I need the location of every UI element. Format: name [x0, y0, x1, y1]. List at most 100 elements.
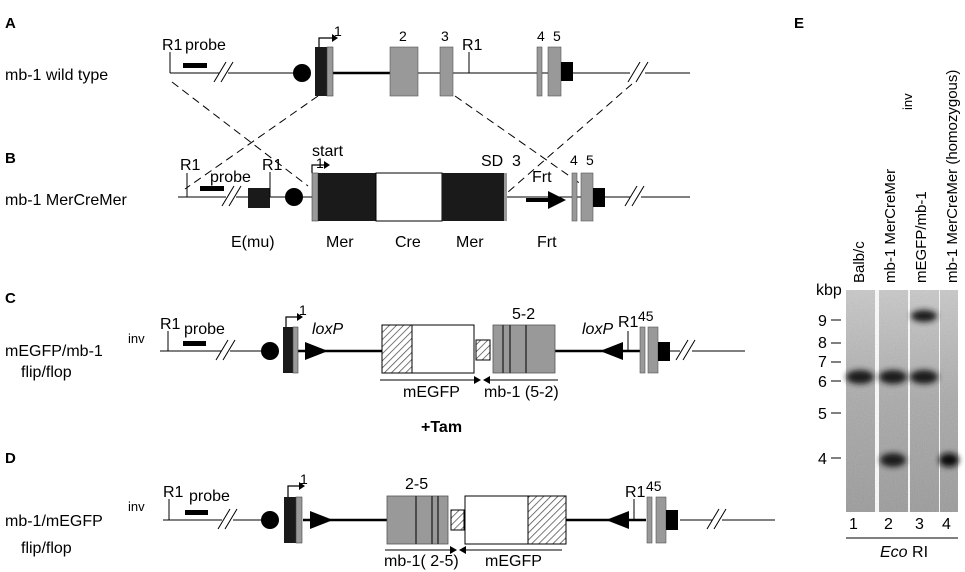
exon-5-coding: [561, 62, 573, 81]
ecori-label: R1: [160, 316, 181, 333]
exon-number: 45: [646, 478, 662, 494]
break-mark: [224, 508, 238, 530]
break-mark: [217, 508, 231, 530]
loxp-site-left: [310, 511, 333, 529]
enzyme-label: Eco RI: [880, 544, 928, 561]
panel-a-allele-label: mb-1 wild type: [5, 67, 108, 84]
size-marker-label: 5: [818, 406, 827, 423]
small-hatched-segment: [475, 339, 491, 361]
panel-d: D mb-1/mEGFP inv flip/flop R1 probe 1 2-…: [5, 450, 775, 570]
break-mark: [228, 185, 242, 207]
probe-bar: [200, 186, 224, 191]
frt-arrowhead: [548, 191, 566, 209]
probe-label: probe: [184, 321, 225, 338]
band-6kb-lane-2: [879, 370, 907, 384]
emu-enhancer: [248, 188, 270, 208]
size-marker-label: 6: [818, 374, 827, 391]
promoter: [285, 188, 303, 206]
megfp-cassette: [411, 324, 475, 374]
exon-label: 5-2: [512, 306, 535, 323]
panel-d-letter: D: [5, 450, 16, 467]
exon-1-utr: [311, 172, 319, 222]
tss-arrow: [318, 37, 332, 47]
ecori-label: R1: [462, 37, 483, 54]
exon-3: [439, 46, 454, 97]
break-mark: [713, 508, 727, 530]
arrowhead: [483, 376, 490, 384]
exon-number: 2: [399, 28, 407, 44]
lane-number: 1: [849, 516, 858, 533]
emu-label: E(mu): [231, 234, 275, 251]
exon-number: 1: [299, 302, 307, 318]
panel-a-letter: A: [5, 15, 16, 32]
panel-c-allele-label-2: flip/flop: [21, 364, 72, 381]
exon-number: 5: [586, 152, 594, 168]
tss-arrowhead: [324, 161, 330, 169]
tamoxifen-label: +Tam: [421, 419, 462, 436]
frt-label-bottom: Frt: [537, 234, 557, 251]
tss-arrow: [311, 164, 325, 173]
band-9kb-lane-3: [911, 310, 937, 322]
small-hatched-segment: [450, 509, 465, 531]
band-4kb-lane-2: [880, 453, 906, 467]
ecori-label: R1: [618, 314, 639, 331]
megfp-label: mEGFP: [485, 553, 542, 570]
break-mark: [631, 185, 645, 207]
exon-number: 1: [316, 155, 324, 171]
exon-number: 1: [300, 471, 308, 487]
panel-b: B mb-1 MerCreMer R1 probe R1 start 1 SD …: [5, 143, 690, 251]
tss-arrowhead: [297, 313, 303, 321]
exon-4: [646, 496, 653, 544]
exon-5-coding: [658, 342, 670, 361]
break-mark: [213, 61, 227, 83]
break-mark: [682, 339, 696, 361]
homology-arm-line: [171, 81, 309, 187]
probe-bar: [185, 510, 208, 515]
sd-label: SD: [481, 153, 503, 170]
panel-b-letter: B: [5, 150, 16, 167]
exon-4: [639, 326, 646, 374]
lane-number: 4: [942, 516, 951, 533]
tss-arrow: [285, 316, 298, 327]
lane-label: mb-1 MerCreMer (homozygous): [944, 70, 961, 283]
exon-5: [647, 326, 659, 374]
promoter: [261, 342, 279, 360]
arrowhead: [459, 546, 466, 554]
break-mark: [635, 61, 649, 83]
homology-arm-line: [184, 95, 319, 190]
exon-number: 4: [570, 152, 578, 168]
lane-number: 2: [884, 516, 893, 533]
exon-4: [571, 172, 578, 222]
exon-number: 3: [512, 153, 521, 170]
splice-donor: [504, 173, 507, 221]
band-4kb-lane-4: [939, 453, 959, 467]
exon-number: 5: [553, 28, 561, 44]
loxp-site-left: [305, 342, 328, 360]
panel-c-letter: C: [5, 290, 16, 307]
exon-4: [536, 46, 543, 97]
break-mark: [215, 339, 229, 361]
panel-b-allele-label: mb-1 MerCreMer: [5, 192, 127, 209]
exon-5: [547, 46, 562, 97]
probe-label: probe: [189, 488, 230, 505]
exon-5: [655, 496, 667, 544]
exon-1: [284, 497, 296, 543]
break-mark: [627, 61, 641, 83]
ecori-label: R1: [162, 37, 183, 54]
panel-e: E Balb/c mb-1 MerCreMer mEGFP/mb-1 inv m…: [794, 15, 961, 561]
probe-bar: [183, 63, 207, 68]
ecori-label: R1: [625, 484, 646, 501]
frt-label-top: Frt: [532, 169, 552, 186]
band-6kb-lane-1: [846, 370, 874, 384]
exon-1-utr: [295, 496, 303, 544]
arrowhead: [450, 546, 457, 554]
exon-number: 3: [441, 28, 449, 44]
exon-1: [283, 327, 293, 373]
panel-c-allele-label: mEGFP/mb-1: [5, 343, 103, 360]
panel-d-allele-label-2: flip/flop: [21, 540, 72, 557]
exon-1-utr: [326, 46, 334, 97]
size-marker-label: 4: [818, 451, 827, 468]
loxp-site-right: [600, 342, 623, 360]
tss-arrowhead: [299, 482, 305, 490]
exon-1-utr: [292, 326, 299, 374]
